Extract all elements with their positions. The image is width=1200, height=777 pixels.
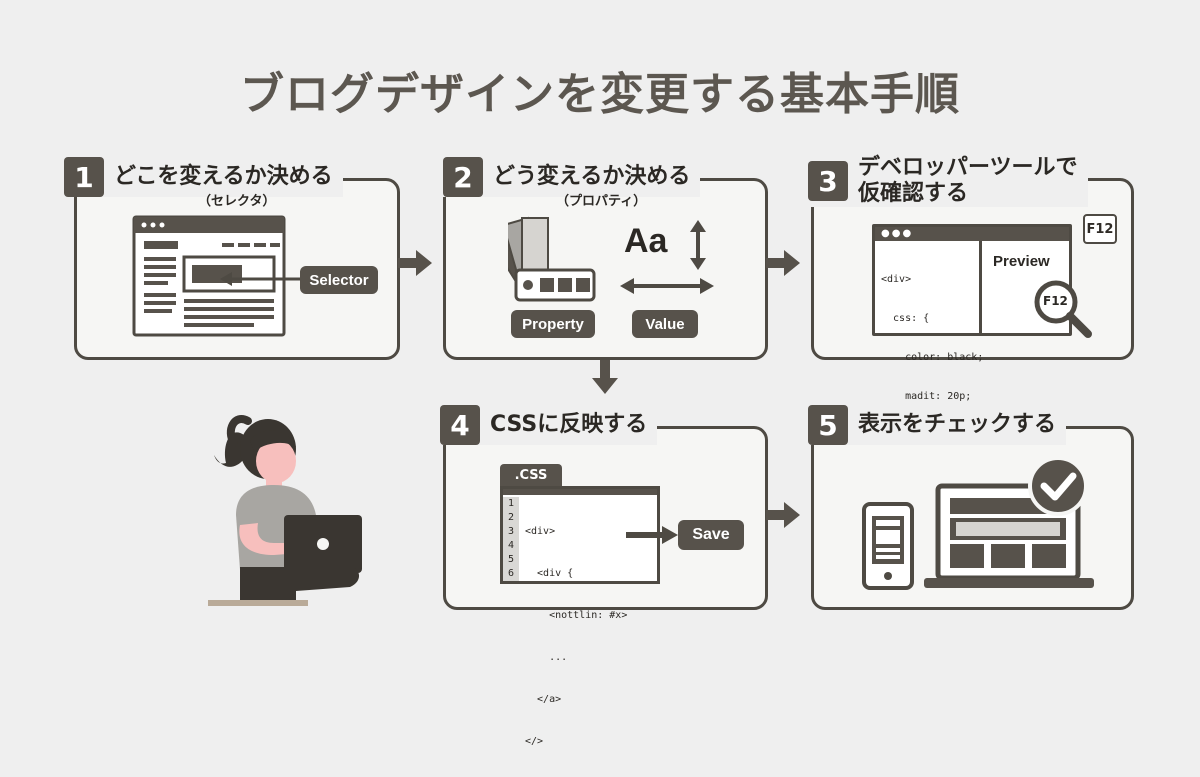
line-number: 2 [507,512,515,523]
arrow-right-icon [398,250,432,276]
line-number: 6 [507,568,515,579]
step-5-heading: 表示をチェックする [858,412,1057,437]
page-title: ブログデザインを変更する基本手順 [240,69,960,120]
step-1-header: 1 どこを変えるか決める [64,157,343,197]
magnifier-label: F12 [1043,294,1068,308]
step-4-heading: CSSに反映する [490,412,648,437]
step-2-heading: どう変えるか決める [493,164,691,189]
code-line: <div> [881,274,912,285]
f12-key-icon[interactable]: F12 [1083,214,1117,244]
code-line: ... [525,652,568,663]
webpage-wireframe-icon [132,215,302,337]
code-line: color: black; [881,352,984,363]
step-3-heading-line2: 仮確認する [858,181,969,206]
arrow-right-icon [766,502,800,528]
devtools-window: ●●● <div> css: { color: black; madit: 20… [872,224,1072,480]
code-line: </a> [525,694,562,705]
selector-tag: Selector [300,266,378,294]
line-number-gutter: 1 2 3 4 5 6 [503,497,519,581]
code-line: <div { [525,568,574,579]
devtools-divider [979,241,982,333]
step-3-header: 3 デベロッパーツールで 仮確認する [808,155,1088,207]
step-1-number: 1 [64,157,104,197]
line-number: 3 [507,526,515,537]
horizontal-resize-icon [620,278,714,294]
step-3-number: 3 [808,161,848,201]
window-dots-icon: ●●● [881,228,914,239]
code-line: </> [525,736,544,747]
code-line: madit: 20p; [881,391,972,402]
css-file-tab[interactable]: .CSS [500,464,562,486]
devices-check-icon [862,456,1094,590]
vertical-resize-icon [690,220,706,270]
step-2-subheading: （プロパティ） [556,194,647,209]
step-3-heading-line1: デベロッパーツールで [858,155,1078,180]
step-2-number: 2 [443,157,483,197]
step-2-header: 2 どう変えるか決める [443,157,701,197]
line-number: 1 [507,498,515,509]
property-tag: Property [511,310,595,338]
step-4-number: 4 [440,405,480,445]
color-swatch-icon [508,216,596,302]
code-line: css: { [881,313,930,324]
step-1-heading: どこを変えるか決める [114,164,333,189]
editor-code: <div> <div { <nottlin: #x> ... </a> </> [525,497,627,777]
arrow-down-icon [592,360,618,394]
step-1-subheading: （セレクタ） [198,194,276,209]
person-with-laptop-illustration [208,415,362,606]
preview-label: Preview [993,253,1050,270]
editor-top-bar [503,489,657,495]
arrow-right-icon [766,250,800,276]
step-4-header: 4 CSSに反映する [440,405,658,445]
code-line: <div> [525,526,556,537]
save-arrow-icon [626,526,678,544]
line-number: 4 [507,540,515,551]
step-5-header: 5 表示をチェックする [808,405,1067,445]
value-tag: Value [632,310,698,338]
code-line: <nottlin: #x> [525,610,628,621]
typography-sample: Aa [624,222,668,260]
devtools-titlebar: ●●● [875,227,1069,241]
line-number: 5 [507,554,515,565]
save-button[interactable]: Save [678,520,744,550]
step-5-number: 5 [808,405,848,445]
magnifier-icon [1034,280,1092,338]
